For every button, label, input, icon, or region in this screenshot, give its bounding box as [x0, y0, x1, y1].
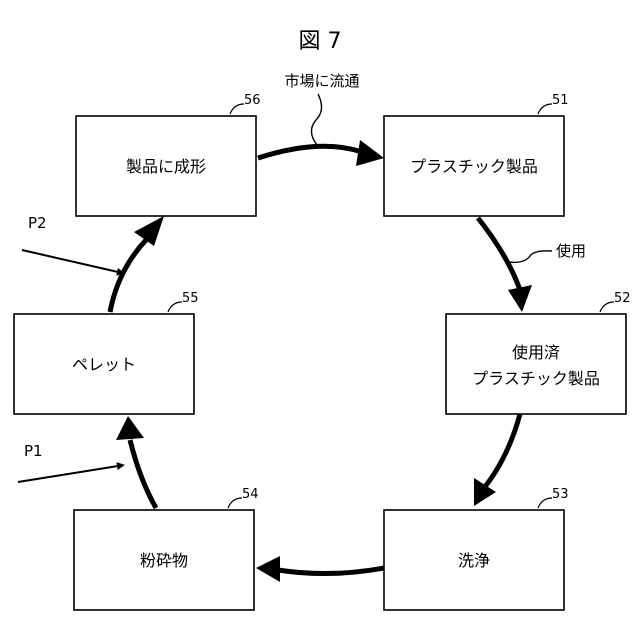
arrow-56-to-51	[258, 146, 362, 158]
p2-arrow-line	[22, 250, 118, 272]
arrow-55-to-56	[110, 240, 146, 312]
arrowhead-56	[134, 216, 164, 246]
arrow-51-to-52	[478, 218, 520, 290]
ref-52: 52	[614, 291, 631, 306]
box-52-label-line2: プラスチック製品	[472, 369, 600, 388]
box-54-label: 粉砕物	[140, 551, 188, 570]
use-leader	[508, 251, 552, 263]
p1-label: P1	[24, 442, 43, 460]
arrow-52-to-53	[484, 414, 520, 488]
ref-53-leader	[538, 498, 552, 508]
ref-55: 55	[182, 291, 199, 306]
box-55-label: ペレット	[72, 355, 136, 374]
ref-51: 51	[552, 93, 569, 108]
ref-54-leader	[228, 498, 242, 508]
use-label: 使用	[556, 242, 586, 260]
arrowhead-53	[474, 478, 496, 506]
box-53-label: 洗浄	[458, 551, 490, 570]
arrowhead-55	[116, 416, 144, 440]
market-label: 市場に流通	[284, 72, 359, 90]
arrow-54-to-55	[130, 440, 156, 508]
market-leader	[311, 94, 321, 146]
arrowhead-51	[356, 140, 384, 166]
figure-title: 図 7	[299, 29, 342, 54]
ref-54: 54	[242, 487, 259, 502]
box-52: 使用済 プラスチック製品	[446, 314, 626, 414]
box-51-label: プラスチック製品	[410, 157, 538, 176]
ref-55-leader	[168, 302, 182, 312]
p1-arrow-line	[18, 466, 118, 482]
ref-53: 53	[552, 487, 569, 502]
ref-56: 56	[244, 93, 261, 108]
box-56: 製品に成形	[76, 116, 256, 216]
box-52-rect	[446, 314, 626, 414]
box-54: 粉砕物	[74, 510, 254, 610]
p2-label: P2	[28, 214, 47, 232]
box-52-label-line1: 使用済	[512, 343, 560, 362]
box-53: 洗浄	[384, 510, 564, 610]
box-56-label: 製品に成形	[126, 157, 206, 176]
ref-52-leader	[600, 302, 614, 312]
box-55: ペレット	[14, 314, 194, 414]
box-51: プラスチック製品	[384, 116, 564, 216]
ref-51-leader	[538, 104, 552, 114]
arrow-53-to-54	[278, 568, 384, 574]
arrowhead-54	[256, 556, 280, 582]
ref-56-leader	[230, 104, 244, 114]
arrowhead-52	[508, 285, 532, 312]
